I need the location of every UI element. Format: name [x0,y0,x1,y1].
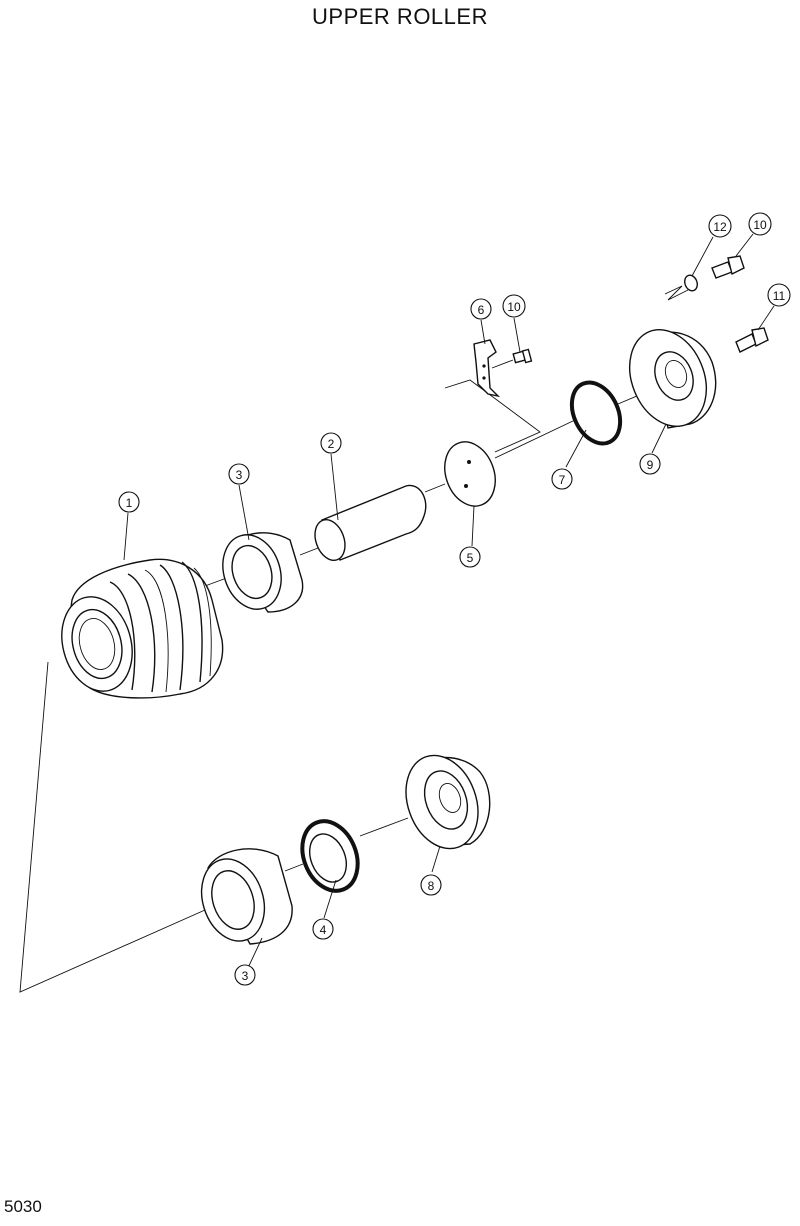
bolt-lock-plate [512,348,533,364]
callout-10-middle-label: 10 [507,300,521,314]
o-ring [569,380,623,446]
bushing-upper [222,532,304,613]
callout-8: 8 [420,874,442,896]
washer [684,274,698,292]
bushing-lower [200,848,293,945]
callout-5-label: 5 [467,551,474,565]
cover [629,329,717,429]
callout-2-label: 2 [328,437,335,451]
callout-9-label: 9 [647,458,654,472]
callout-10-middle: 10 [502,294,526,318]
callout-6: 6 [470,298,492,320]
bolt-cover [735,327,769,353]
callout-9: 9 [639,453,661,475]
seal [300,819,360,893]
callout-12: 12 [708,214,732,238]
callout-11: 11 [767,283,791,307]
lock-plate [473,339,501,398]
callout-4: 4 [312,918,334,940]
callout-4-label: 4 [320,923,327,937]
shaft [314,484,427,562]
page-title: UPPER ROLLER [312,4,488,29]
callout-12-label: 12 [713,220,727,234]
callout-3-upper: 3 [228,463,250,485]
callout-3-upper-label: 3 [236,468,243,482]
callout-10-top: 10 [748,212,772,236]
callout-6-label: 6 [478,303,485,317]
callout-1: 1 [118,491,140,513]
callout-7-label: 7 [559,473,566,487]
collar [405,754,491,850]
upper-roller-body [61,558,224,699]
callout-2: 2 [320,432,342,454]
callout-leaders [123,233,775,971]
callout-11-label: 11 [773,289,786,303]
callout-10-top-label: 10 [753,218,767,232]
bolt-top [711,255,745,279]
callout-7: 7 [551,468,573,490]
thrust-plate [444,441,496,507]
callout-3-lower-label: 3 [242,969,249,983]
assembly-centerline [19,285,689,993]
callout-3-lower: 3 [234,964,256,986]
callout-1-label: 1 [126,496,133,510]
callout-8-label: 8 [428,879,435,893]
callout-5: 5 [459,546,481,568]
page-number: 5030 [4,1197,42,1216]
